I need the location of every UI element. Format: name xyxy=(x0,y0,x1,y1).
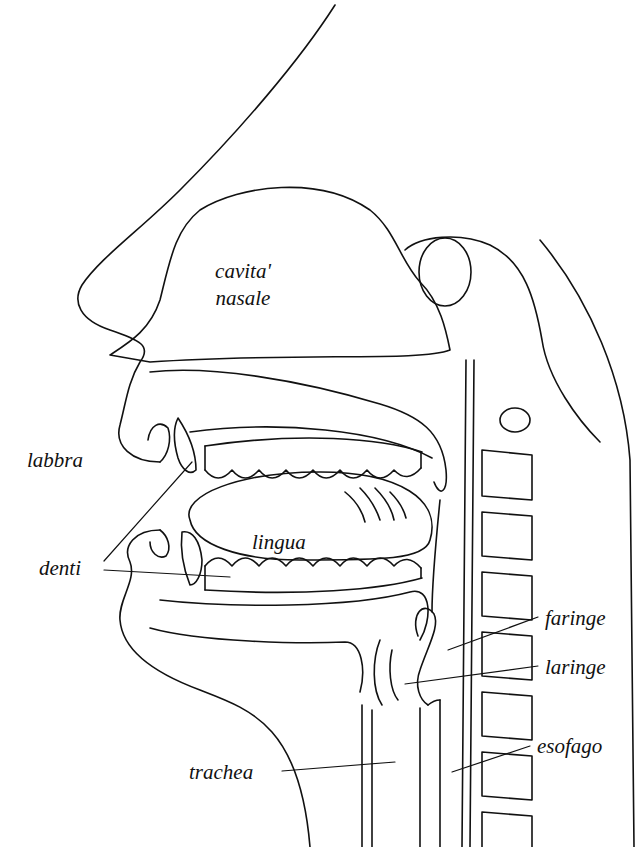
upper-teeth xyxy=(174,418,422,478)
lips-stroke xyxy=(148,424,170,462)
face-profile-stroke xyxy=(120,530,310,847)
part-label: lingua xyxy=(250,530,308,555)
tongue-stroke xyxy=(189,472,432,560)
esophagus-tube-stroke xyxy=(439,700,441,847)
upper-teeth-stroke xyxy=(205,438,422,452)
larynx-stroke xyxy=(416,608,436,705)
tongue xyxy=(189,472,432,560)
nasal-cavity-outline xyxy=(110,187,450,362)
lips-stroke xyxy=(150,530,169,557)
leader-lines-stroke xyxy=(104,570,230,577)
trachea-tube-stroke xyxy=(419,708,421,847)
palate-stroke xyxy=(190,427,432,458)
pharynx-stroke xyxy=(470,360,474,847)
trachea-tube-stroke xyxy=(371,710,373,847)
nasal-cavity-outline-stroke xyxy=(110,187,450,362)
cavity-label: cavita' nasale xyxy=(201,258,285,313)
leader-lines-stroke xyxy=(104,462,192,561)
part-label: labbra xyxy=(25,448,85,473)
leader-lines-stroke xyxy=(405,666,538,684)
vertebrae-stroke xyxy=(482,572,532,620)
upper-teeth-stroke xyxy=(205,468,421,478)
lower-teeth-stroke xyxy=(205,566,421,590)
larynx xyxy=(374,608,435,705)
esophagus-tube-stroke xyxy=(428,700,440,705)
vertebrae-stroke xyxy=(482,450,532,500)
face-profile-stroke xyxy=(78,5,335,462)
esophagus-tube xyxy=(428,700,440,847)
face-profile xyxy=(78,5,335,847)
pharynx xyxy=(432,360,474,847)
leader-lines-stroke xyxy=(282,762,395,771)
vertebrae-stroke xyxy=(482,692,532,740)
leader-lines-stroke xyxy=(452,746,530,772)
head-back-stroke xyxy=(500,408,530,432)
larynx-stroke xyxy=(390,650,398,700)
head-back xyxy=(405,237,634,847)
larynx-stroke xyxy=(374,640,382,705)
pharynx-stroke xyxy=(432,500,440,612)
jaw-stroke xyxy=(150,628,363,692)
vertebrae-stroke xyxy=(482,812,532,847)
vertebrae-stroke xyxy=(482,512,532,560)
leader-lines-stroke xyxy=(448,617,538,650)
jaw xyxy=(150,591,428,692)
part-label: faringe xyxy=(543,606,608,631)
part-label: denti xyxy=(37,556,83,581)
lower-teeth-stroke xyxy=(205,578,422,592)
upper-teeth-stroke xyxy=(174,418,196,472)
vertebrae xyxy=(482,450,532,847)
pharynx-stroke xyxy=(462,360,466,847)
jaw-stroke xyxy=(160,591,428,640)
leader-lines xyxy=(104,462,538,772)
tongue-stroke xyxy=(345,488,406,522)
head-back-stroke xyxy=(419,238,471,306)
trachea-tube xyxy=(362,705,420,847)
trachea-tube-stroke xyxy=(361,705,363,847)
lower-teeth-stroke xyxy=(205,558,421,568)
part-label: laringe xyxy=(543,655,608,680)
upper-teeth-stroke xyxy=(205,446,421,470)
part-label: trachea xyxy=(187,760,255,785)
head-back-stroke xyxy=(405,237,600,442)
lower-teeth-stroke xyxy=(181,532,202,585)
part-label: esofago xyxy=(535,734,604,759)
